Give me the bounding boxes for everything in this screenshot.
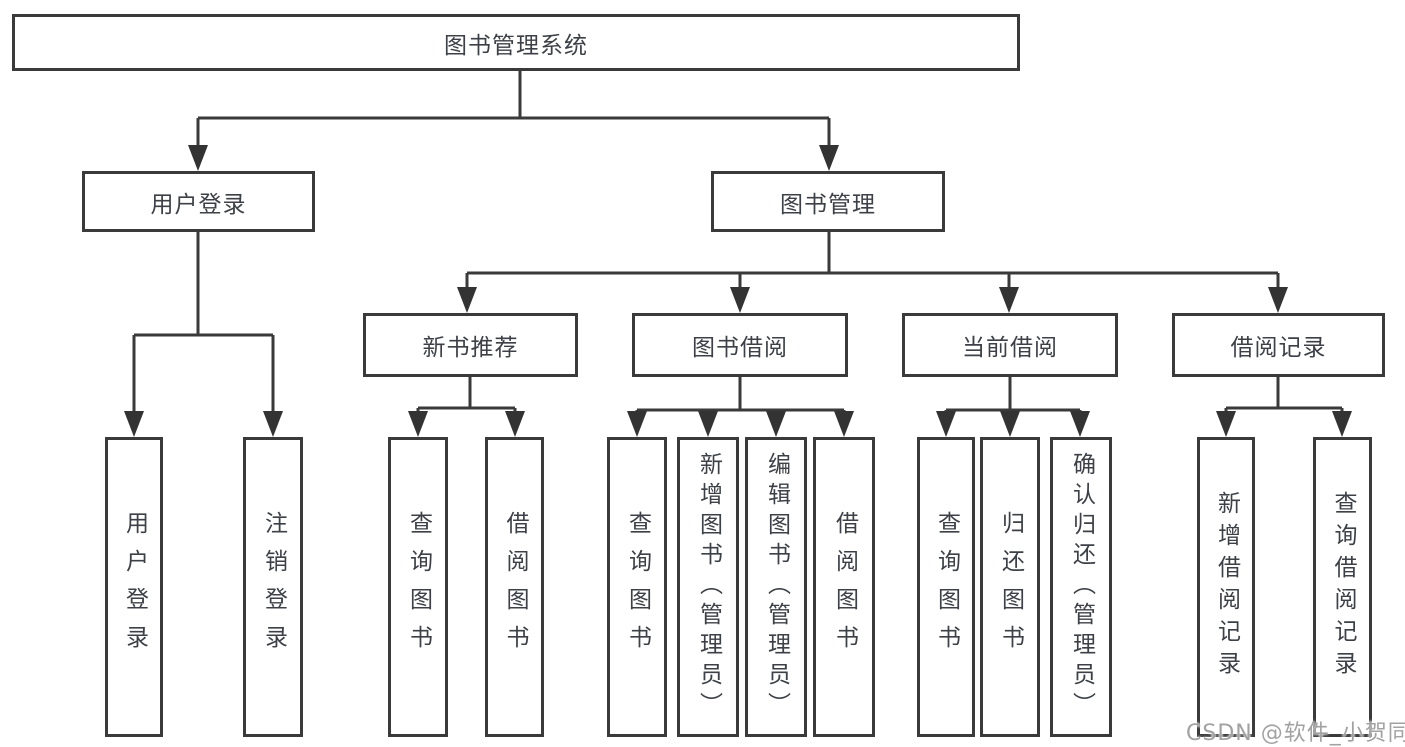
- node-current-borrow: 当前借阅: [902, 313, 1118, 377]
- arrow-down-icon: [1216, 411, 1236, 437]
- node-book-borrow-label: 图书借阅: [692, 335, 788, 361]
- arrow-down-icon: [1070, 411, 1090, 437]
- leaf-query-borrow-record: 查询借阅记录: [1313, 437, 1372, 737]
- arrow-down-icon: [505, 411, 525, 437]
- node-current-borrow-label: 当前借阅: [962, 335, 1058, 361]
- node-book-management: 图书管理: [711, 171, 945, 232]
- node-borrow-records-label: 借阅记录: [1230, 335, 1327, 361]
- leaf-return-books: 归还图书: [980, 437, 1040, 737]
- arrow-down-icon: [263, 411, 283, 437]
- arrow-down-icon: [627, 411, 647, 437]
- arrow-down-icon: [819, 145, 839, 171]
- node-book-management-label: 图书管理: [780, 191, 876, 218]
- csdn-watermark: CSDN @软件_小贺同学: [1186, 721, 1405, 746]
- node-new-book-recommend: 新书推荐: [363, 313, 578, 377]
- leaf-query-books-borrow: 查询图书: [607, 437, 667, 737]
- arrow-down-icon: [1268, 287, 1288, 313]
- node-user-login: 用户登录: [82, 171, 315, 232]
- arrow-down-icon: [1000, 411, 1020, 437]
- arrow-down-icon: [1332, 411, 1352, 437]
- arrow-down-icon: [730, 287, 750, 313]
- node-user-login-label: 用户登录: [150, 191, 247, 218]
- leaf-confirm-return-admin: 确认归还（管理员）: [1050, 437, 1112, 737]
- leaf-borrow-books-recommend: 借阅图书: [485, 437, 544, 737]
- node-new-book-recommend-label: 新书推荐: [422, 335, 519, 361]
- leaf-logout: 注销登录: [243, 437, 303, 737]
- arrowheads: [124, 145, 1352, 437]
- leaf-user-login: 用户登录: [105, 437, 163, 737]
- leaf-query-books-recommend: 查询图书: [388, 437, 448, 737]
- leaf-add-borrow-record: 新增借阅记录: [1197, 437, 1255, 737]
- leaf-borrow-books: 借阅图书: [813, 437, 875, 737]
- node-borrow-records: 借阅记录: [1172, 313, 1385, 377]
- arrow-down-icon: [936, 411, 956, 437]
- arrow-down-icon: [999, 287, 1019, 313]
- arrow-down-icon: [766, 411, 786, 437]
- arrow-down-icon: [457, 287, 477, 313]
- node-book-borrow: 图书借阅: [632, 313, 848, 377]
- arrow-down-icon: [698, 411, 718, 437]
- leaf-add-book-admin: 新增图书（管理员）: [677, 437, 739, 737]
- arrow-down-icon: [408, 411, 428, 437]
- node-root: 图书管理系统: [12, 14, 1020, 71]
- leaf-edit-book-admin: 编辑图书（管理员）: [745, 437, 807, 737]
- leaf-query-books-current: 查询图书: [917, 437, 975, 737]
- node-root-label: 图书管理系统: [444, 32, 588, 59]
- arrow-down-icon: [834, 411, 854, 437]
- arrow-down-icon: [124, 411, 144, 437]
- arrow-down-icon: [188, 145, 208, 171]
